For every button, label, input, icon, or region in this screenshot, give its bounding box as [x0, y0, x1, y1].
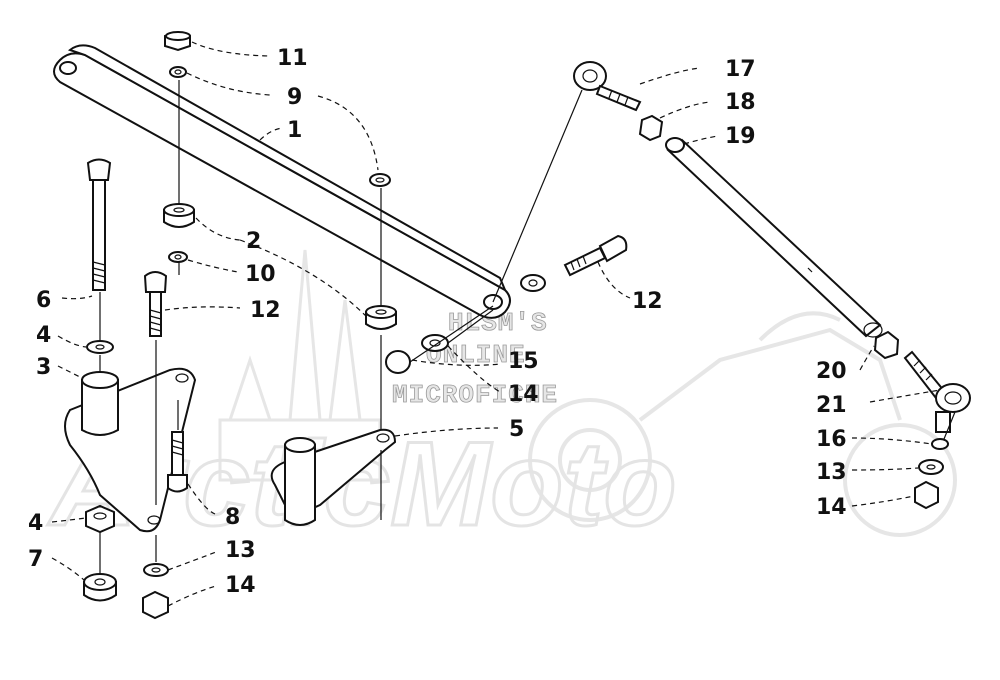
watermark-line3-text: MICROFICHE: [392, 380, 558, 410]
jam-nut-part-18: [638, 114, 664, 142]
long-bolt-part-6: [86, 158, 112, 291]
callout-6: 6: [36, 288, 51, 313]
washer-part-13-left: [143, 563, 169, 577]
callout-1: 1: [287, 118, 302, 143]
nut-part-4-lower: [85, 504, 115, 534]
callout-15: 15: [508, 349, 539, 374]
washer-part-9-left: [169, 66, 187, 78]
callout-8: 8: [225, 505, 240, 530]
spacer-part-2-lower: [365, 305, 397, 330]
bracket-part-5: [270, 428, 397, 526]
nut-part-11: [164, 30, 191, 52]
callout-4-upper: 4: [36, 323, 51, 348]
callout-14-right: 14: [816, 495, 847, 520]
watermark-motorcycle-icon: [528, 311, 957, 537]
callout-20: 20: [816, 359, 847, 384]
callout-14-left: 14: [225, 573, 256, 598]
callout-11: 11: [277, 46, 308, 71]
callout-13-right: 13: [816, 460, 847, 485]
callout-10: 10: [245, 262, 276, 287]
washer-part-12-right: [520, 274, 546, 292]
callout-17: 17: [725, 57, 756, 82]
callout-19: 19: [725, 124, 756, 149]
bolt-part-12-left: [143, 271, 168, 337]
washer-part-13-right: [918, 459, 944, 475]
washer-part-4-upper: [86, 340, 114, 354]
nut-part-14-right: [914, 480, 939, 510]
callout-7: 7: [28, 547, 43, 572]
callout-4-lower: 4: [28, 511, 43, 536]
spacer-part-2-upper: [163, 203, 195, 228]
bracket-part-3: [64, 367, 197, 533]
callout-3: 3: [36, 355, 51, 380]
washer-part-9-right: [369, 173, 391, 187]
washer-part-14-mid: [421, 334, 449, 352]
callout-2: 2: [246, 229, 261, 254]
callout-18: 18: [725, 90, 756, 115]
callout-labels: 11 9 1 2 10 6 12 4 3 15 14 5 8 4 13 7 14…: [28, 46, 847, 598]
callout-12-left: 12: [250, 298, 281, 323]
bolt-part-12-right: [563, 234, 628, 277]
callout-14-mid: 14: [508, 382, 539, 407]
long-arm-part-1: [53, 44, 511, 319]
bolt-part-8: [167, 431, 188, 493]
tie-rod-tube-part-19: [665, 137, 883, 338]
leader-lines: [51, 41, 941, 607]
assembly-lines: [99, 80, 956, 575]
washer-part-16: [931, 438, 949, 450]
nut-part-15: [385, 350, 411, 374]
callout-5: 5: [509, 417, 524, 442]
callout-9: 9: [287, 85, 302, 110]
washer-part-10: [168, 251, 188, 263]
callout-12-right: 12: [632, 289, 663, 314]
rod-end-part-17: [573, 61, 642, 112]
callout-16: 16: [816, 427, 847, 452]
cap-nut-part-7: [83, 573, 117, 602]
jam-nut-part-20: [873, 330, 900, 360]
rod-end-part-21: [903, 350, 971, 433]
callout-21: 21: [816, 393, 847, 418]
callout-13-left: 13: [225, 538, 256, 563]
nut-part-14-left: [142, 590, 169, 620]
